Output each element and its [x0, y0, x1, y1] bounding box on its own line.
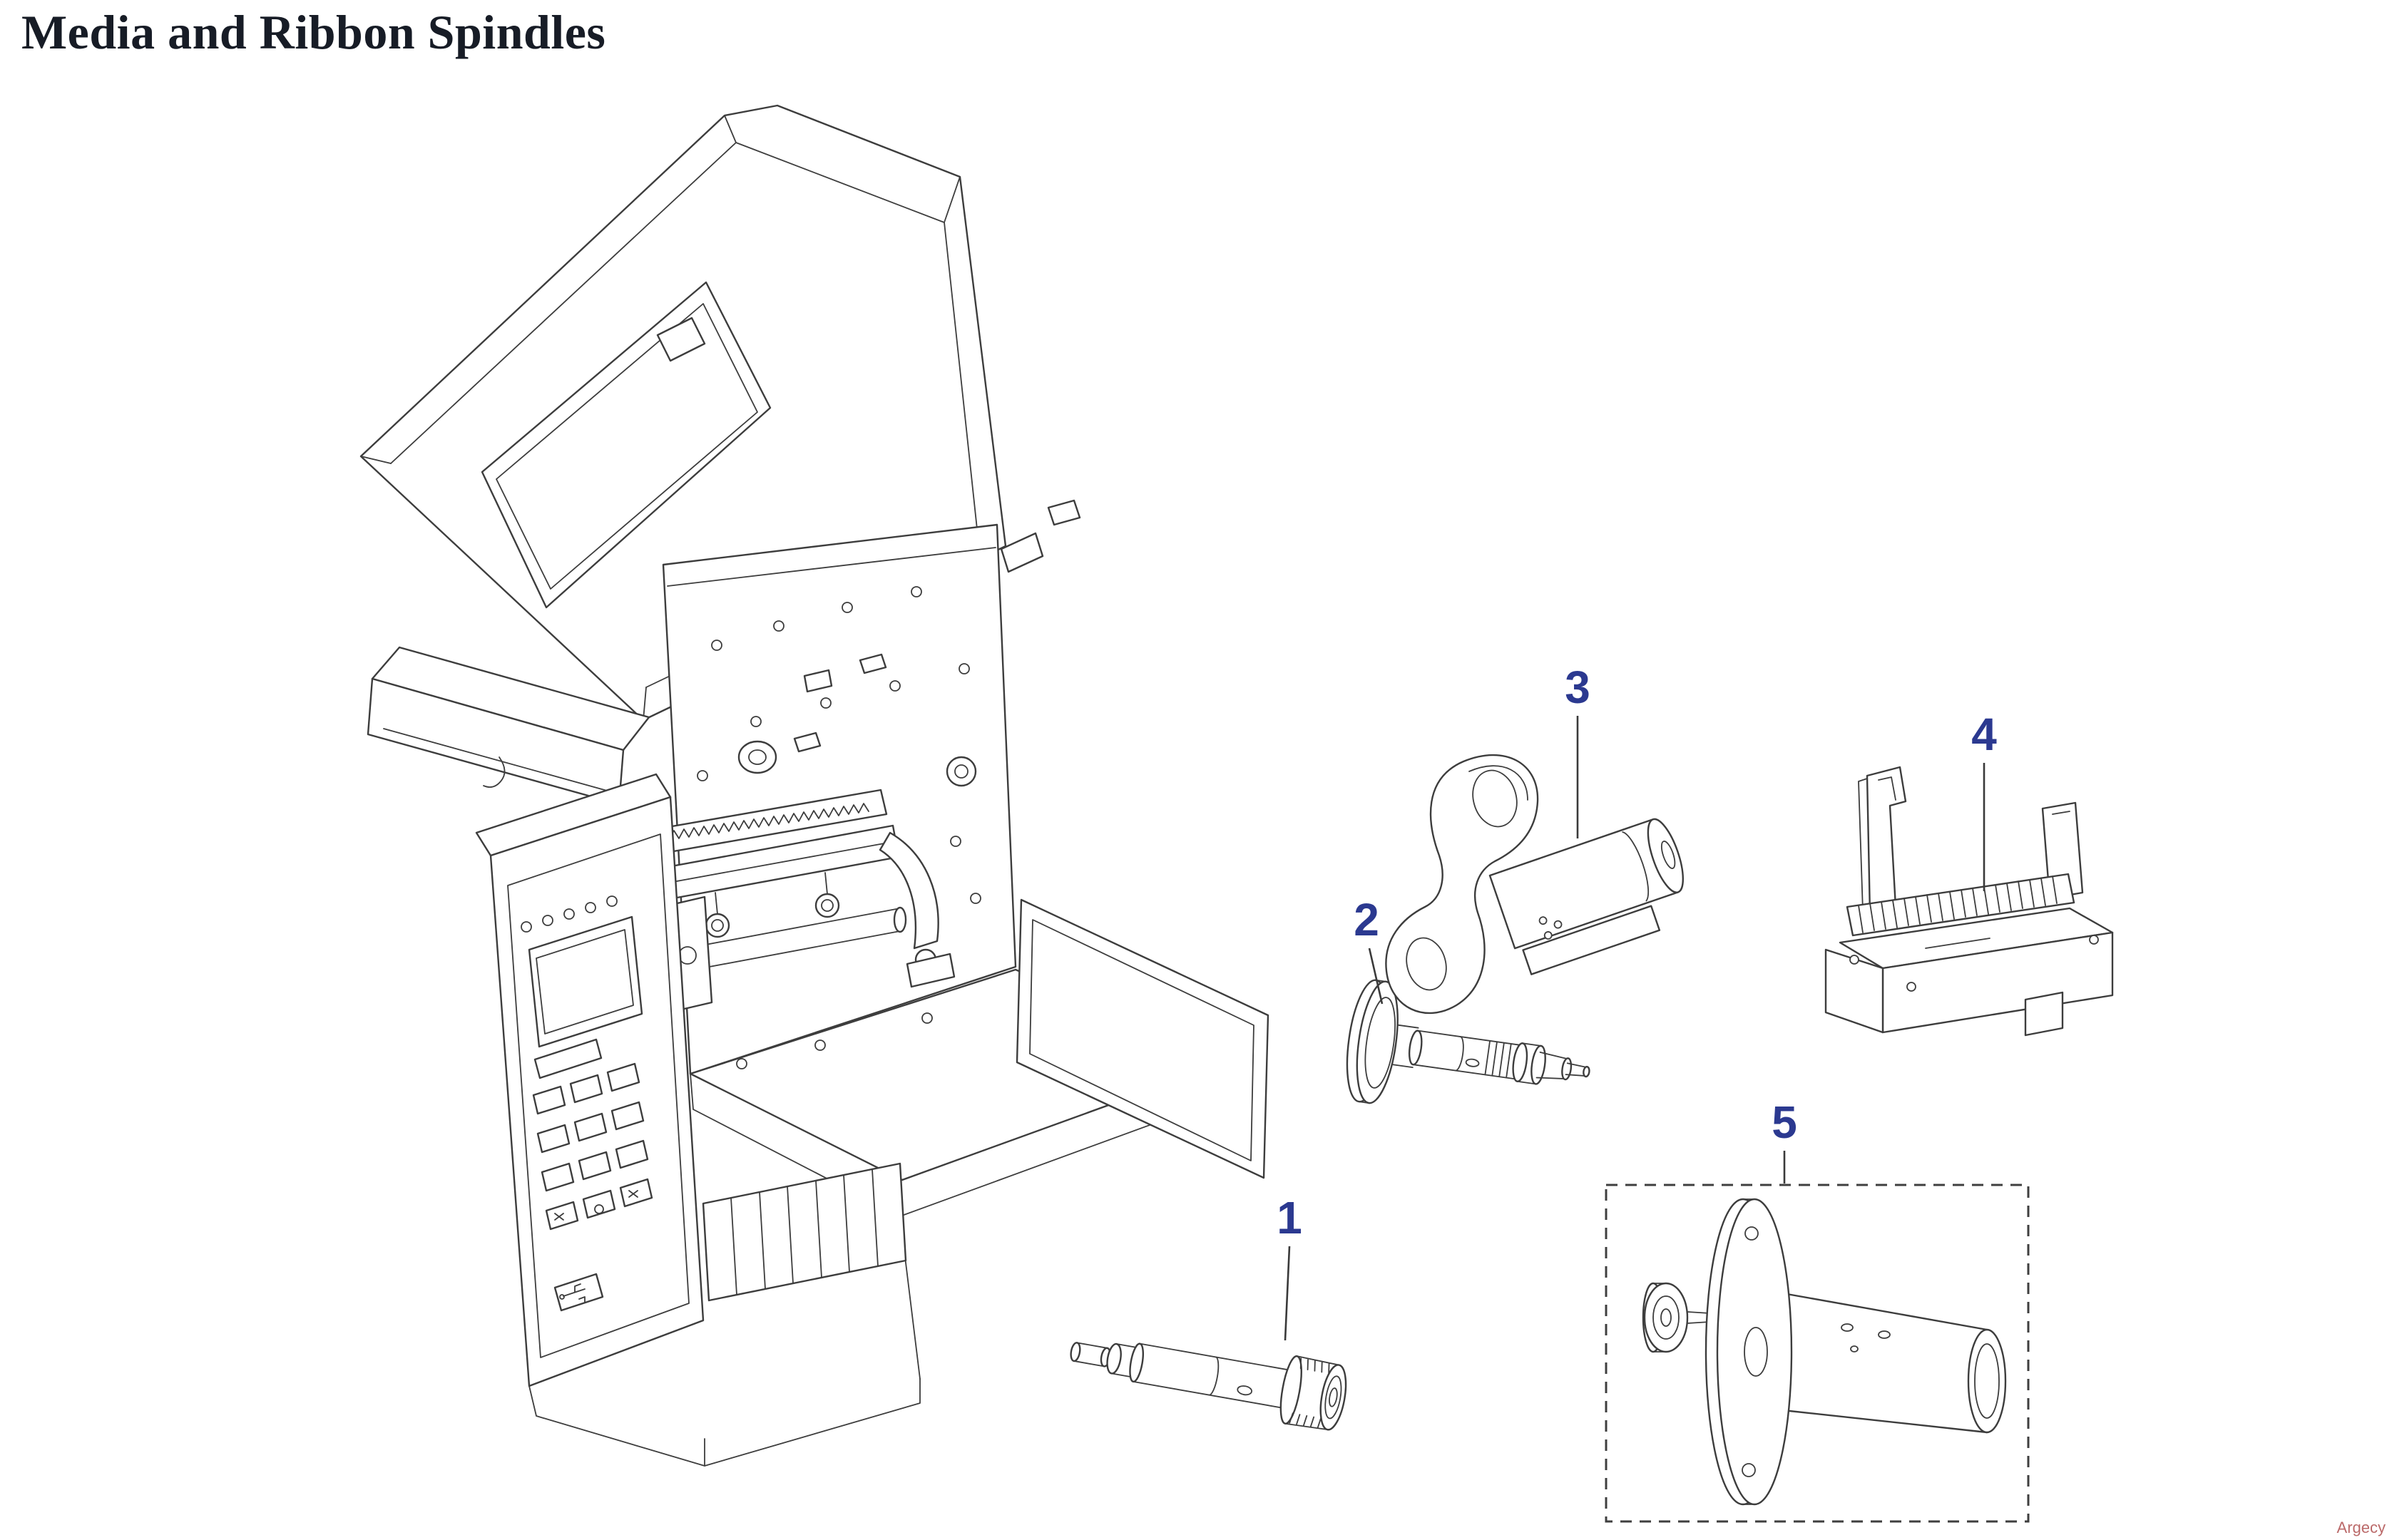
keypad: [532, 1038, 653, 1231]
part-1-spindle: [1070, 1342, 1347, 1431]
usb-port: [553, 1273, 604, 1312]
lid-handle: [656, 317, 706, 362]
leader-line-1: [1284, 1246, 1291, 1341]
callout-4: 4: [1971, 709, 1997, 891]
front-vents: [702, 1162, 907, 1302]
lcd-screen: [528, 915, 643, 1048]
callout-number-4: 4: [1971, 709, 1997, 760]
part-2-spindle-flange: [1346, 979, 1590, 1104]
printer-side-door: [1016, 898, 1269, 1179]
leader-line-2: [1368, 948, 1384, 1005]
callout-number-2: 2: [1354, 894, 1379, 945]
control-panel: [475, 773, 705, 1387]
callout-number-5: 5: [1772, 1097, 1797, 1148]
callouts: 1 2 3 4 5: [1277, 662, 1997, 1341]
part-5-dashed-box: [1605, 1184, 2030, 1523]
callout-1: 1: [1277, 1192, 1302, 1341]
part-3-spindle-assembly: [1385, 754, 1685, 1015]
part-5-spindle-kit: [1605, 1184, 2030, 1523]
callout-3: 3: [1565, 662, 1590, 838]
printer-drawing: [359, 104, 1269, 1467]
status-leds: [521, 895, 618, 933]
callout-number-3: 3: [1565, 662, 1590, 713]
page-title: Media and Ribbon Spindles: [21, 5, 606, 59]
callout-number-1: 1: [1277, 1192, 1302, 1243]
watermark: Argecy: [2336, 1519, 2386, 1536]
part-4-bracket: [1824, 766, 2114, 1037]
callout-5: 5: [1772, 1097, 1797, 1184]
callout-2: 2: [1354, 894, 1384, 1005]
